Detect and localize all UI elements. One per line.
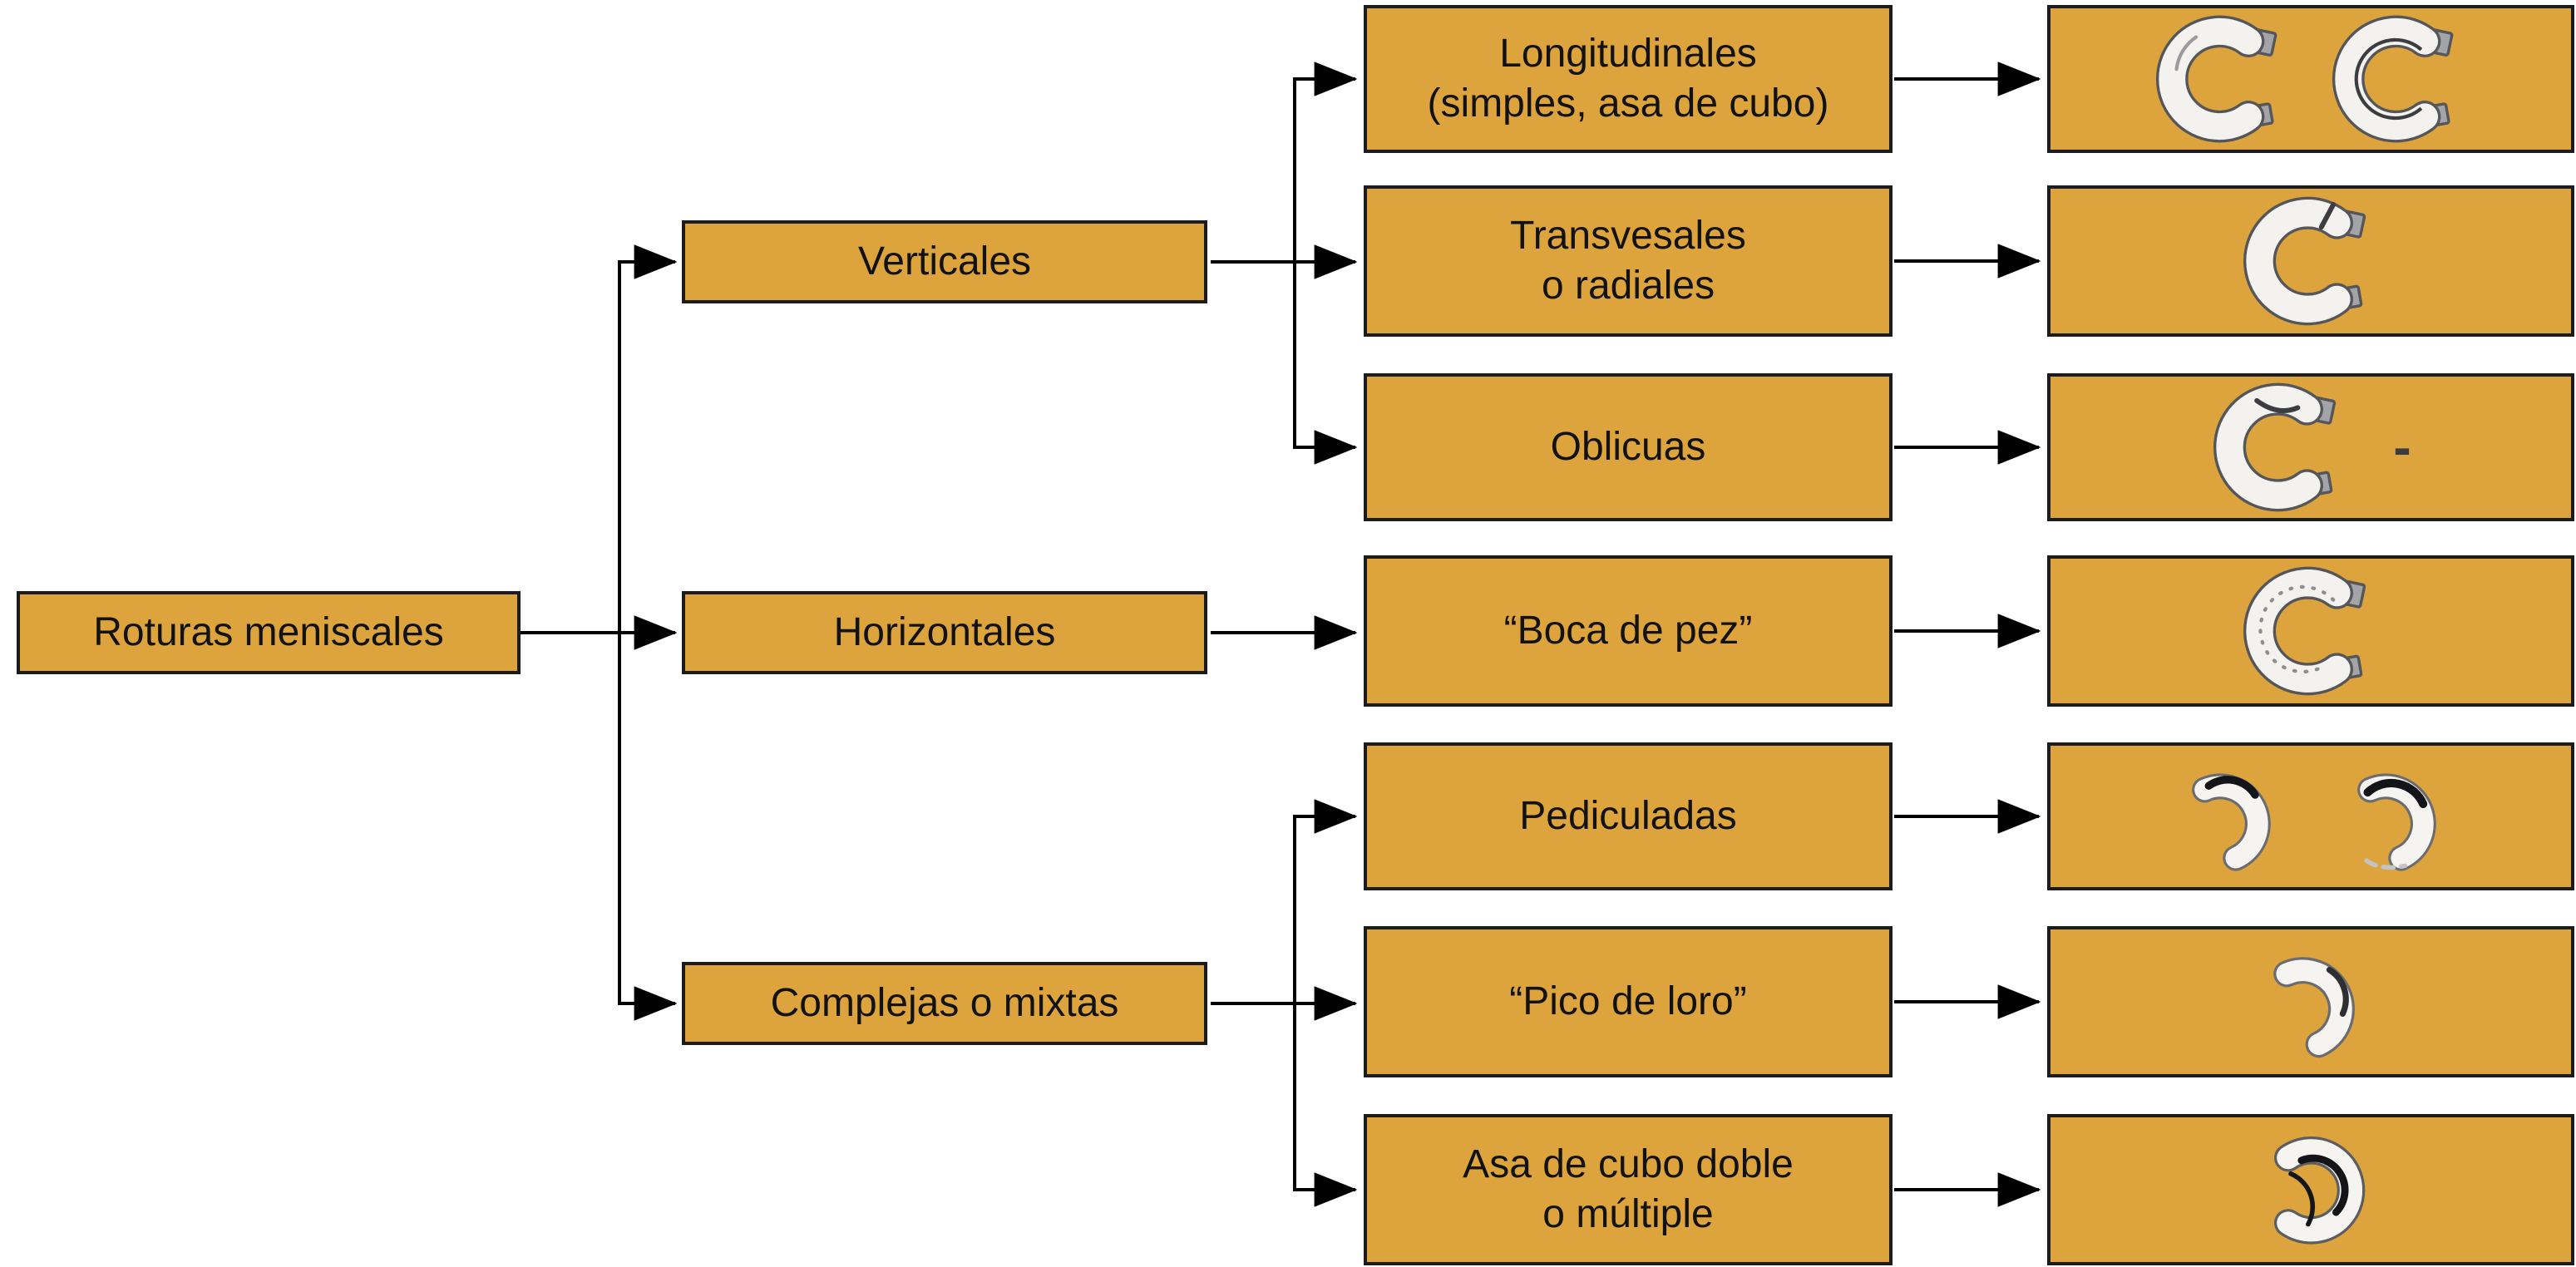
meniscus-double-bucket-handle-icon (2274, 1136, 2366, 1245)
root-label: Roturas meniscales (93, 610, 444, 654)
type-label-line: o radiales (1541, 264, 1715, 308)
image-box-longitudinales (2047, 5, 2574, 153)
meniscus-parrot-beak-icon (2273, 957, 2355, 1058)
category-label: Complejas o mixtas (770, 981, 1119, 1025)
type-box-pico-de-loro: “Pico de loro” (1364, 926, 1893, 1077)
image-box-oblicuas: - (2047, 373, 2574, 521)
type-box-longitudinales: Longitudinales (simples, asa de cubo) (1364, 5, 1893, 153)
type-box-pediculadas: Pediculadas (1364, 742, 1893, 890)
type-box-boca-de-pez: “Boca de pez” (1364, 555, 1893, 707)
image-box-transvesales (2047, 185, 2574, 337)
type-label-line: o múltiple (1542, 1192, 1714, 1236)
meniscus-pedicled-flap-icon-1 (2192, 773, 2271, 871)
type-label-line: “Boca de pez” (1503, 609, 1753, 653)
type-box-asa-de-cubo-doble: Asa de cubo doble o múltiple (1364, 1114, 1893, 1265)
meniscus-bucket-handle-icon (2332, 15, 2454, 143)
type-label-line: Transvesales (1510, 214, 1746, 258)
image-box-boca-de-pez (2047, 555, 2574, 707)
category-box-horizontales: Horizontales (682, 591, 1207, 674)
image-box-pico-de-loro (2047, 926, 2574, 1077)
meniscus-oblique-tear-icon (2213, 382, 2337, 512)
category-label: Verticales (857, 239, 1032, 283)
type-label-line: “Pico de loro” (1509, 979, 1747, 1023)
category-label: Horizontales (833, 610, 1056, 654)
type-label-line: (simples, asa de cubo) (1427, 81, 1829, 126)
type-label-line: Longitudinales (1499, 32, 1757, 76)
image-box-pediculadas (2047, 742, 2574, 890)
meniscus-simple-icon (2156, 15, 2277, 143)
type-label-line: Pediculadas (1519, 794, 1737, 838)
root-box: Roturas meniscales (17, 591, 521, 674)
meniscus-fishmouth-icon (2243, 566, 2366, 696)
category-box-verticales: Verticales (682, 220, 1207, 303)
type-box-transvesales: Transvesales o radiales (1364, 185, 1893, 337)
type-label-line: Oblicuas (1550, 425, 1706, 469)
meniscus-radial-tear-icon (2243, 196, 2366, 326)
meniscus-pedicled-flap-icon-2 (2357, 773, 2436, 871)
category-box-complejas: Complejas o mixtas (682, 962, 1207, 1045)
image-box-asa-de-cubo-doble (2047, 1114, 2574, 1265)
type-label-line: Asa de cubo doble (1463, 1142, 1794, 1186)
type-box-oblicuas: Oblicuas (1364, 373, 1893, 521)
